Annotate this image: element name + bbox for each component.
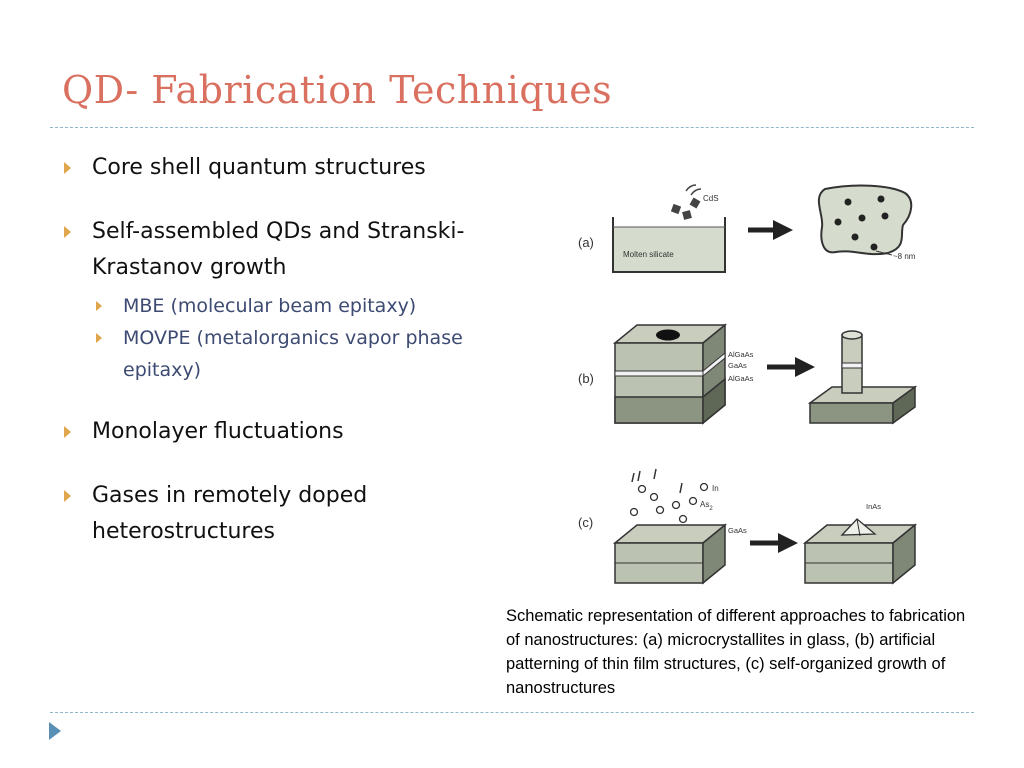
substrate-side (702, 377, 726, 425)
panel-a-label: (a) (578, 235, 594, 250)
size-leader (875, 250, 893, 256)
layer-label-algaas-top: AlGaAs (728, 350, 754, 359)
nanocrystal-dot (834, 218, 842, 226)
mask-dot (656, 329, 680, 341)
nanocrystal-dot (881, 212, 889, 220)
panel-c: (c) In As2 GaAs InAs (578, 468, 918, 585)
bullet-gases: Gases in remotely doped heterostructures (60, 478, 530, 550)
atom-circle (699, 482, 709, 492)
nanocrystal-dot (877, 195, 885, 203)
indium-label: In (712, 484, 719, 493)
sub-bullet-arrow-icon (96, 301, 102, 311)
pillar-gaas-layer (841, 362, 863, 369)
beaker-outline (612, 217, 726, 273)
nanocrystal-dot (851, 233, 859, 241)
atom-circle (655, 505, 665, 515)
sub-bullet-movpe: MOVPE (metalorganics vapor phase epitaxy… (60, 322, 530, 386)
sub-bullet-abbr: MBE (123, 295, 165, 317)
bullet-list: Core shell quantum structures Self-assem… (60, 150, 530, 578)
bullet-text: Core shell quantum structures (92, 155, 426, 180)
atom-circle (649, 492, 659, 502)
fabrication-figure: (a) Molten silicate CdS ~8 nm (b) AlGaAs (578, 184, 918, 585)
layer-label-gaas: GaAs (728, 361, 747, 370)
cds-particle (689, 197, 701, 209)
sub-bullet-text: (molecular beam epitaxy) (170, 295, 417, 317)
cds-particle (670, 203, 682, 215)
arsenic-symbol: As (700, 500, 709, 509)
flux-lines (631, 468, 683, 494)
title-divider (50, 127, 974, 128)
pillar-top (841, 330, 863, 340)
motion-lines (685, 184, 702, 196)
nanocrystal-dot (870, 243, 878, 251)
base-side-face (892, 385, 916, 425)
atom-circle (678, 514, 688, 524)
nanocrystal-dot (844, 198, 852, 206)
arsenic-label: As2 (700, 500, 713, 512)
sub-bullet-arrow-icon (96, 333, 102, 343)
sub-bullet-mbe: MBE (molecular beam epitaxy) (60, 290, 530, 322)
layer-label-algaas-bottom: AlGaAs (728, 374, 754, 383)
molten-silicate-fill (613, 227, 725, 272)
bullet-monolayer: Monolayer fluctuations (60, 414, 530, 450)
panel-b: (b) AlGaAs GaAs AlGaAs (578, 323, 918, 425)
sub-bullet-group: MBE (molecular beam epitaxy) MOVPE (meta… (60, 290, 530, 386)
glass-matrix (817, 184, 913, 256)
atom-circle (671, 500, 681, 510)
size-label: ~8 nm (893, 252, 916, 261)
nanocrystal-dot (858, 214, 866, 222)
sub-bullet-list: MBE (molecular beam epitaxy) MOVPE (meta… (60, 290, 530, 386)
cds-label: CdS (703, 194, 719, 203)
figure-caption: Schematic representation of different ap… (506, 607, 966, 697)
gaas-label: GaAs (728, 526, 747, 535)
footer-divider (50, 712, 974, 713)
base-front-face (809, 402, 894, 424)
bullet-text: Self-assembled QDs and Stranski-Krastano… (92, 219, 465, 280)
atom-circle (637, 484, 647, 494)
panel-a: (a) Molten silicate CdS ~8 nm (578, 184, 916, 273)
atom-circle (688, 496, 698, 506)
inas-label: InAs (866, 502, 881, 511)
substrate-layer (614, 396, 704, 424)
bullet-text: Monolayer fluctuations (92, 419, 344, 444)
gaas-layer-side (702, 351, 726, 378)
panel-c-label: (c) (578, 515, 593, 530)
bullet-text: Gases in remotely doped heterostructures (92, 483, 368, 544)
block-side-face (892, 523, 916, 585)
atom-circle (629, 507, 639, 517)
block-side-face (702, 523, 726, 585)
gaas-layer (614, 370, 704, 377)
molten-silicate-label: Molten silicate (623, 250, 674, 259)
bullet-self-assembled: Self-assembled QDs and Stranski-Krastano… (60, 214, 530, 286)
arsenic-subscript: 2 (709, 506, 713, 512)
cds-particle (682, 210, 692, 220)
slide-title: QD- Fabrication Techniques (62, 68, 613, 112)
sub-bullet-text: (metalorganics vapor phase epitaxy) (123, 327, 463, 381)
panel-b-label: (b) (578, 371, 594, 386)
bullet-arrow-icon (64, 490, 71, 502)
bullet-arrow-icon (64, 226, 71, 238)
bullet-arrow-icon (64, 162, 71, 174)
sub-bullet-abbr: MOVPE (123, 327, 191, 349)
next-slide-arrow-icon[interactable] (49, 722, 61, 740)
bullet-core-shell: Core shell quantum structures (60, 150, 530, 186)
pyramid-edge (856, 518, 861, 537)
bullet-arrow-icon (64, 426, 71, 438)
